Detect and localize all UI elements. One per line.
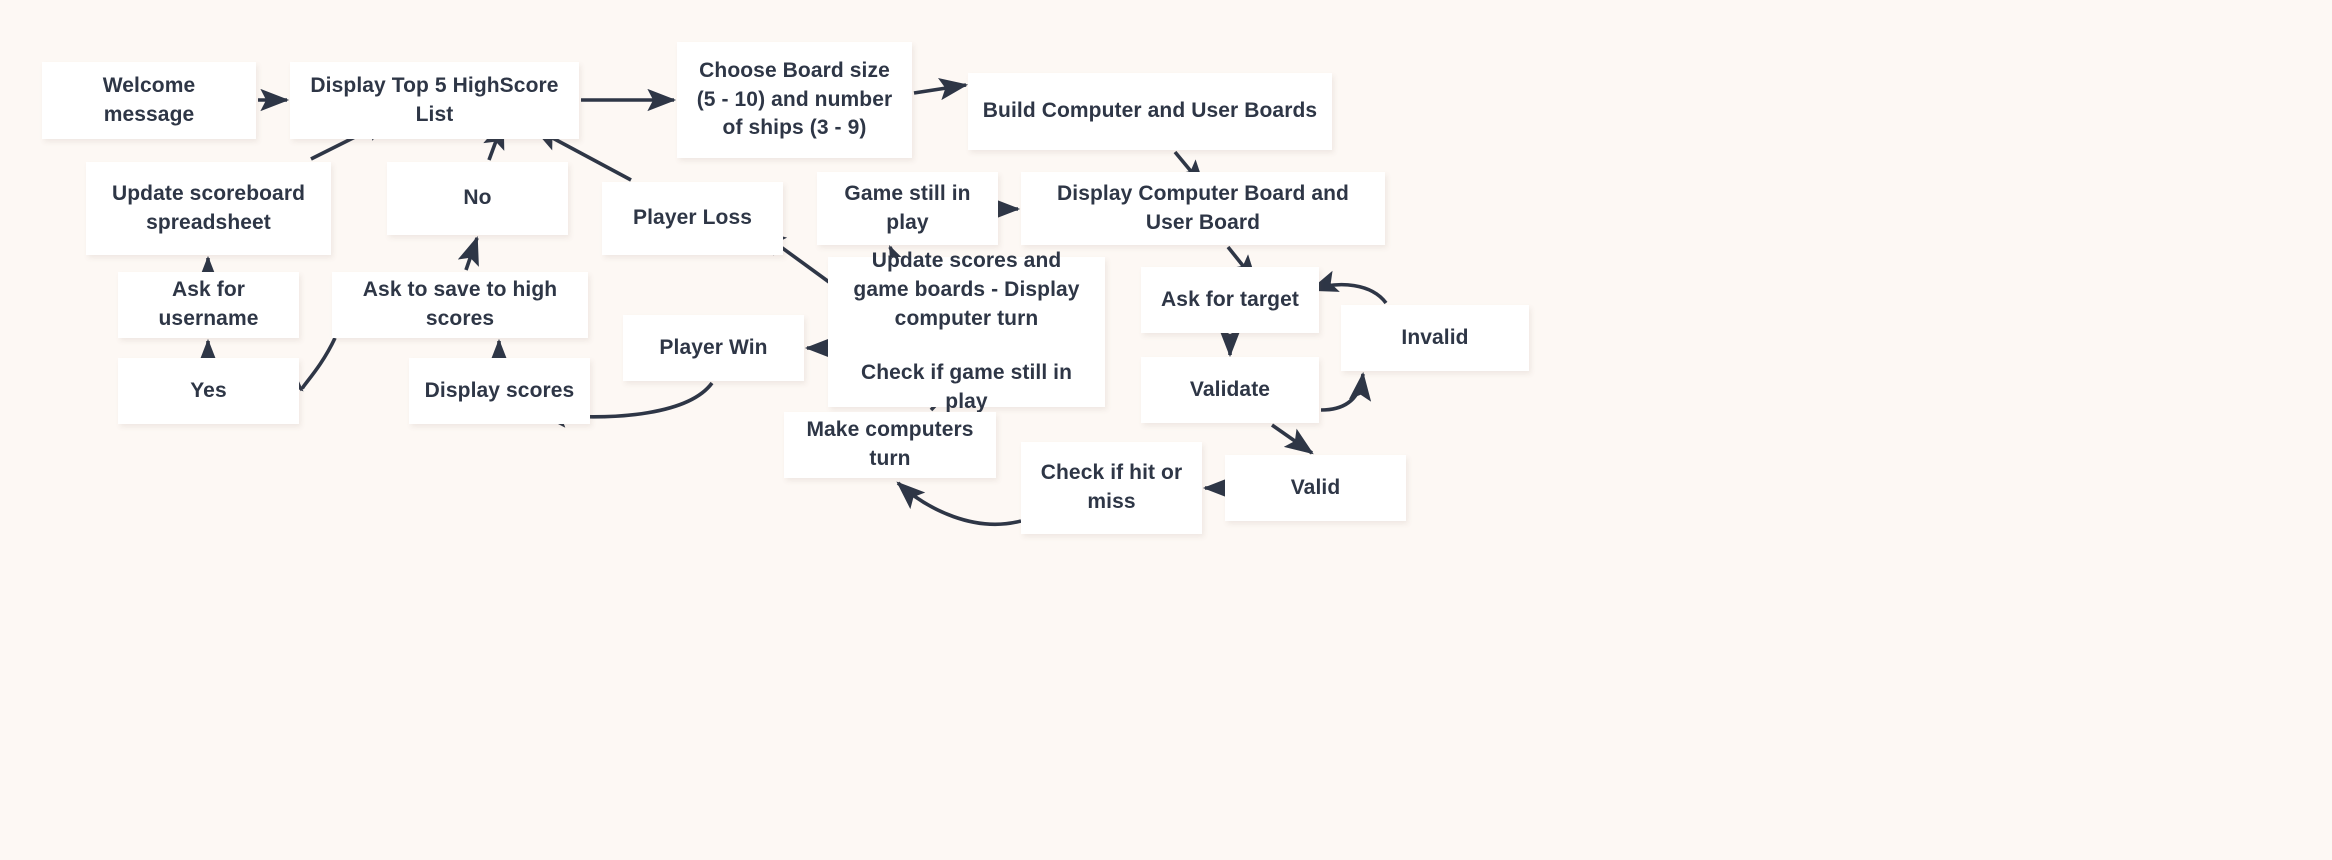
- node-valid[interactable]: Valid: [1225, 455, 1406, 521]
- node-yes[interactable]: Yes: [118, 358, 299, 424]
- node-update_sheet[interactable]: Update scoreboard spreadsheet: [86, 162, 331, 255]
- node-label: Welcome message: [102, 73, 196, 126]
- node-build_boards[interactable]: Build Computer and User Boards: [968, 73, 1332, 150]
- node-label: Validate: [1189, 377, 1271, 401]
- node-label: Make computers turn: [806, 418, 974, 470]
- node-highscore[interactable]: Display Top 5 HighScore List: [290, 62, 579, 139]
- node-welcome[interactable]: Welcome message: [42, 62, 256, 139]
- node-label: Game still in play: [844, 181, 971, 234]
- node-label-secondary: Check if game still in play: [860, 361, 1073, 414]
- node-label: Ask for target: [1161, 287, 1299, 311]
- node-label: Update scores and game boards - Display …: [853, 248, 1080, 330]
- node-label: Player Win: [659, 335, 768, 359]
- node-label: Ask for username: [158, 278, 259, 330]
- node-ask_username[interactable]: Ask for username: [118, 272, 299, 338]
- node-label: Display Top 5 HighScore List: [310, 73, 559, 126]
- node-label: No: [463, 186, 492, 210]
- node-display_boards[interactable]: Display Computer Board and User Board: [1021, 172, 1385, 245]
- node-validate[interactable]: Validate: [1141, 357, 1319, 423]
- node-label: Ask to save to high scores: [362, 278, 558, 330]
- node-invalid[interactable]: Invalid: [1341, 305, 1529, 371]
- node-label: Choose Board size (5 - 10) and number of…: [696, 58, 893, 140]
- node-player_win[interactable]: Player Win: [623, 315, 804, 381]
- node-check_hit[interactable]: Check if hit or miss: [1021, 442, 1202, 534]
- node-game_in_play[interactable]: Game still in play: [817, 172, 998, 245]
- node-label: Build Computer and User Boards: [982, 99, 1318, 123]
- edge-invalid-to-ask-target: [1308, 270, 1388, 305]
- edge-validate-to-valid: [1270, 423, 1314, 455]
- node-label: Player Loss: [633, 206, 752, 230]
- node-no[interactable]: No: [387, 162, 568, 235]
- edge-validate-to-invalid: [1320, 371, 1372, 412]
- node-ask_save[interactable]: Ask to save to high scores: [332, 272, 588, 338]
- node-label: Update scoreboard spreadsheet: [111, 181, 306, 234]
- edge-ask-save-to-yes: [275, 337, 337, 392]
- node-update_scores[interactable]: Update scores and game boards - Display …: [828, 249, 1105, 413]
- edge-ask-save-to-no: [457, 235, 479, 271]
- edge-check-hit-to-make-turn: [896, 481, 1022, 527]
- node-label: Display Computer Board and User Board: [1057, 181, 1349, 234]
- node-ask_target[interactable]: Ask for target: [1141, 267, 1319, 333]
- node-label: Display scores: [424, 378, 575, 402]
- node-label: Valid: [1290, 475, 1341, 499]
- edge-board-size-to-build-boards: [913, 78, 969, 101]
- node-board_size[interactable]: Choose Board size (5 - 10) and number of…: [677, 42, 912, 158]
- node-make_turn[interactable]: Make computers turn: [784, 412, 996, 478]
- node-display_scores[interactable]: Display scores: [409, 358, 590, 424]
- node-label: Yes: [190, 378, 227, 402]
- node-label: Check if hit or miss: [1040, 461, 1183, 513]
- node-label: Invalid: [1401, 325, 1469, 349]
- node-player_loss[interactable]: Player Loss: [602, 182, 783, 255]
